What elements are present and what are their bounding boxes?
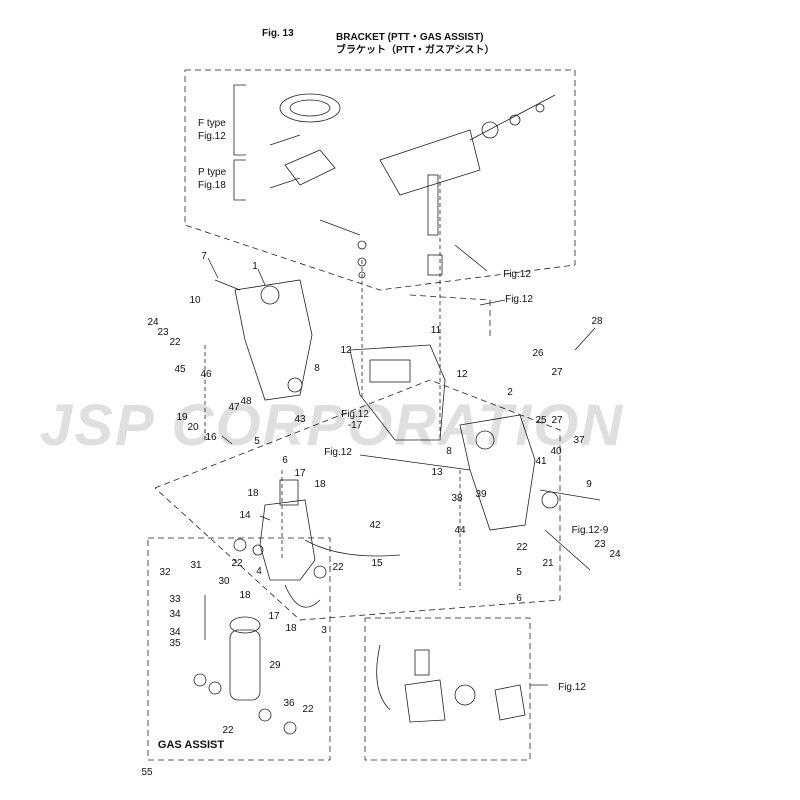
part-callout: 16 <box>205 432 217 443</box>
part-callout: 34 <box>169 609 181 620</box>
part-callout: 3 <box>321 625 327 636</box>
part-callout: 5 <box>516 567 522 578</box>
ptt-unit <box>259 499 316 581</box>
fig-ref-label: Fig.12 <box>503 269 531 280</box>
part-callout: 15 <box>371 558 383 569</box>
part-callout: 33 <box>169 594 181 605</box>
part-callout: 31 <box>190 560 202 571</box>
part-callout: 4 <box>256 566 262 577</box>
part-callout: 11 <box>430 325 442 336</box>
part-callout: 17 <box>294 468 306 479</box>
p-type-fig-ref: Fig.18 <box>198 180 226 191</box>
f-type-label: F type <box>198 118 226 129</box>
part-callout: 8 <box>314 363 320 374</box>
f-type-bracket <box>233 84 246 156</box>
part-callout: 20 <box>187 422 199 433</box>
part-callout: 38 <box>451 493 463 504</box>
fig-ref-label: Fig.12 <box>558 682 586 693</box>
part-callout: 35 <box>169 638 181 649</box>
part-callout: 2 <box>507 387 513 398</box>
right-dashed-line <box>409 294 491 340</box>
part-callout: 28 <box>591 316 603 327</box>
part-callout: 6 <box>282 455 288 466</box>
part-callout: 22 <box>222 725 234 736</box>
part-callout: 32 <box>159 567 171 578</box>
part-callout: 1 <box>252 261 258 272</box>
part-callout: 46 <box>200 369 212 380</box>
left-clamp-bracket <box>234 279 313 401</box>
part-callout: 44 <box>454 525 466 536</box>
part-callout: 29 <box>269 660 281 671</box>
part-callout: 45 <box>174 364 186 375</box>
fig-ref-label: Fig.12 <box>324 447 352 458</box>
gas-assist-cylinder <box>229 629 261 701</box>
part-callout: 47 <box>228 402 240 413</box>
fig-ref-label: Fig.12-9 <box>571 525 609 536</box>
part-callout: 41 <box>535 456 547 467</box>
part-callout: 39 <box>475 489 487 500</box>
part-callout: 21 <box>542 558 554 569</box>
part-callout: 10 <box>189 295 201 306</box>
page-number: 55 <box>141 767 153 778</box>
part-callout: 13 <box>431 467 443 478</box>
part-callout: 6 <box>516 593 522 604</box>
f-type-fig-ref: Fig.12 <box>198 131 226 142</box>
part-callout: 42 <box>369 520 381 531</box>
upper-fig12-dashed-region <box>184 69 576 291</box>
figure-number: Fig. 13 <box>262 28 294 39</box>
part-callout: 48 <box>240 396 252 407</box>
part-callout: 17 <box>268 611 280 622</box>
part-callout: 25 <box>535 415 547 426</box>
part-callout: 24 <box>609 549 621 560</box>
part-callout: 18 <box>285 623 297 634</box>
p-type-bracket <box>233 159 246 201</box>
p-type-label: P type <box>198 167 227 178</box>
part-callout: 30 <box>218 576 230 587</box>
part-callout: 12 <box>340 345 352 356</box>
part-callout: 18 <box>239 590 251 601</box>
part-callout: 26 <box>532 348 544 359</box>
part-callout: 18 <box>247 488 259 499</box>
part-callout: 22 <box>516 542 528 553</box>
gas-assist-section-label: GAS ASSIST <box>157 739 225 751</box>
part-callout: 12 <box>456 369 468 380</box>
part-callout: 22 <box>332 562 344 573</box>
part-callout: 22 <box>302 704 314 715</box>
part-callout: 9 <box>586 479 592 490</box>
part-callout: 7 <box>201 251 207 262</box>
gas-assist-dashed-region <box>147 537 331 761</box>
part-callout: 23 <box>157 327 169 338</box>
part-callout: 23 <box>594 539 606 550</box>
part-callout: 5 <box>254 436 260 447</box>
figure-title-japanese: ブラケット（PTT・ガスアシスト） <box>336 45 495 56</box>
part-callout: 36 <box>283 698 295 709</box>
part-callout: 18 <box>314 479 326 490</box>
watermark: JSP CORPORATION <box>40 393 625 458</box>
fig-ref-label: Fig.12 -17 <box>341 409 369 431</box>
part-callout: 24 <box>147 317 159 328</box>
figure-title-english: BRACKET (PTT・GAS ASSIST) <box>336 32 484 43</box>
part-callout: 22 <box>231 558 243 569</box>
part-callout: 14 <box>239 510 251 521</box>
part-callout: 19 <box>176 412 188 423</box>
part-callout: 37 <box>573 435 585 446</box>
swivel-bracket <box>349 344 446 441</box>
part-callout: 27 <box>551 367 563 378</box>
part-callout: 43 <box>294 414 306 425</box>
part-callout: 8 <box>446 446 452 457</box>
part-callout: 22 <box>169 337 181 348</box>
lower-fig12-dashed-region <box>364 617 531 761</box>
part-callout: 40 <box>550 446 562 457</box>
part-callout: 27 <box>551 415 563 426</box>
fig-ref-label: Fig.12 <box>505 294 533 305</box>
part-callout: 34 <box>169 627 181 638</box>
